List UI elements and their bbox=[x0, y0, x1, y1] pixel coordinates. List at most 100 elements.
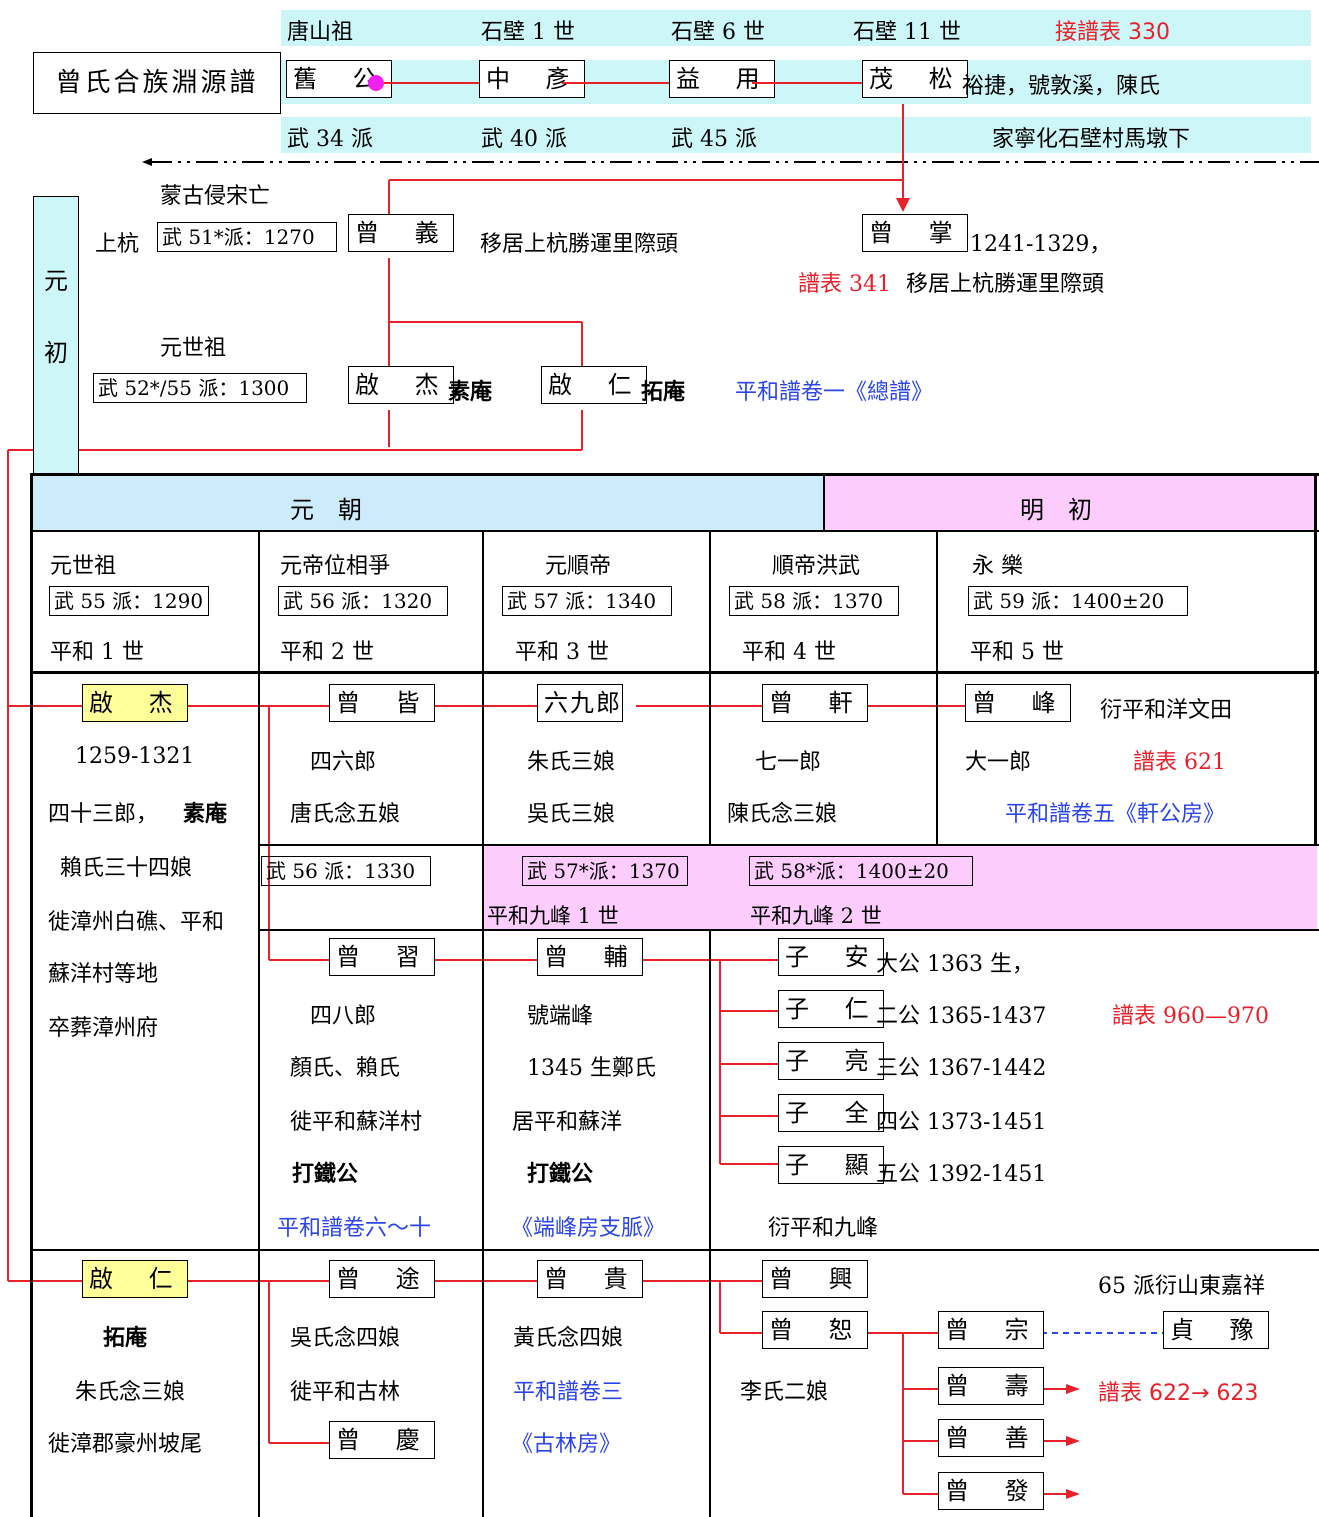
zeng-xuan-wife: 陳氏念三娘 bbox=[727, 802, 838, 827]
zeng-yi-note: 移居上杭勝運里際頭 bbox=[480, 232, 679, 257]
su-an-label: 素庵 bbox=[448, 379, 493, 405]
col-branch-0: 武 55 派：1290 bbox=[49, 586, 209, 616]
zeng-zhang-years: 1241-1329， bbox=[970, 232, 1112, 257]
zeng-fu-hao: 號端峰 bbox=[527, 1004, 594, 1029]
col-era-1: 元帝位相爭 bbox=[280, 554, 391, 579]
sons-table: 譜表 960—970 bbox=[1112, 1004, 1269, 1029]
header-yuan: 元 朝 bbox=[290, 496, 362, 524]
jiufeng-2: 平和九峰 2 世 bbox=[750, 904, 882, 928]
node-yi-yong: 益 用 bbox=[669, 60, 775, 98]
zeng-xi-title: 打鐵公 bbox=[292, 1161, 359, 1187]
origin-dot bbox=[368, 75, 384, 91]
zeng-xi-move: 徙平和蘇洋村 bbox=[290, 1110, 423, 1135]
col-divider-2 bbox=[482, 530, 484, 1517]
node-zeng-zong: 曾 宗 bbox=[938, 1311, 1044, 1349]
node-zeng-tu: 曾 途 bbox=[329, 1260, 435, 1298]
zeng-jie-lang: 四六郎 bbox=[310, 750, 377, 775]
zeng-shu-wife: 李氏二娘 bbox=[740, 1380, 829, 1405]
node-jiu-gong: 舊 公 bbox=[286, 60, 392, 98]
zeng-jie-wife: 唐氏念五娘 bbox=[290, 802, 401, 827]
zeng-tu-wife: 吳氏念四娘 bbox=[290, 1326, 401, 1351]
qi-jie-burial: 卒葬漳州府 bbox=[48, 1016, 159, 1041]
top-band-3 bbox=[281, 117, 1311, 153]
qi-jie-years: 1259-1321 bbox=[75, 744, 195, 769]
node-zeng-shan: 曾 善 bbox=[938, 1419, 1044, 1457]
zeng-gui-wife: 黃氏念四娘 bbox=[513, 1326, 624, 1351]
node-zi-xian: 子 顯 bbox=[778, 1146, 884, 1184]
zeng-gui-vol2: 《古林房》 bbox=[511, 1432, 622, 1457]
top-band-1 bbox=[281, 10, 1311, 46]
shizu-label: 元世祖 bbox=[160, 336, 227, 361]
sub-branch-58: 武 58*派：1400±20 bbox=[749, 856, 973, 886]
sub-row-divider-fix bbox=[482, 846, 484, 929]
gen-label-tang: 唐山祖 bbox=[287, 20, 354, 45]
pinghe-vol1: 平和譜卷一《總譜》 bbox=[735, 380, 934, 405]
node-zi-quan: 子 全 bbox=[778, 1094, 884, 1132]
col-era-0: 元世祖 bbox=[50, 554, 117, 579]
zeng-feng-table: 譜表 621 bbox=[1133, 750, 1226, 775]
header-ming: 明 初 bbox=[1020, 496, 1092, 524]
qi-jie-wife: 賴氏三十四娘 bbox=[60, 856, 193, 881]
zeng-tu-move: 徙平和古林 bbox=[290, 1380, 401, 1405]
node-zeng-xing: 曾 興 bbox=[762, 1260, 868, 1298]
node-mao-song: 茂 松 bbox=[862, 60, 968, 98]
col-divider-4 bbox=[936, 530, 938, 844]
node-zhen-yu: 貞 豫 bbox=[1163, 1311, 1269, 1349]
node-zeng-gui: 曾 貴 bbox=[537, 1260, 643, 1298]
zeng-fu-title: 打鐵公 bbox=[527, 1161, 594, 1187]
header-yuan-bg bbox=[32, 476, 823, 530]
gen-label-shibi-1: 石壁 1 世 bbox=[481, 20, 575, 45]
node-liu-jiu-lang: 六九郎 bbox=[537, 684, 623, 722]
zeng-xi-wife: 顏氏、賴氏 bbox=[290, 1056, 401, 1081]
node-zi-an: 子 安 bbox=[778, 938, 884, 976]
liu-jiu-lang-wife2: 吳氏三娘 bbox=[527, 802, 616, 827]
branch-52-box: 武 52*/55 派：1300 bbox=[93, 373, 307, 403]
branch-34: 武 34 派 bbox=[287, 127, 373, 152]
gen-label-shibi-11: 石壁 11 世 bbox=[853, 20, 961, 45]
zeng-feng-lang: 大一郎 bbox=[965, 750, 1032, 775]
node-zeng-shou: 曾 壽 bbox=[938, 1367, 1044, 1405]
qi-ren-move: 徙漳郡豪州坡尾 bbox=[48, 1432, 203, 1457]
liu-jiu-lang-wife1: 朱氏三娘 bbox=[527, 750, 616, 775]
era-side-label: 元初 bbox=[44, 267, 68, 367]
qi-ren-wife: 朱氏念三娘 bbox=[75, 1380, 186, 1405]
zeng-feng-vol: 平和譜卷五《軒公房》 bbox=[1005, 802, 1226, 827]
sub-branch-57: 武 57*派：1370 bbox=[522, 856, 688, 886]
header-ming-bg bbox=[825, 476, 1315, 530]
col-gen-0: 平和 1 世 bbox=[50, 640, 144, 665]
era-side-box: 元初 bbox=[33, 196, 79, 474]
branch-40: 武 40 派 bbox=[481, 127, 567, 152]
zeng-xing-note: 65 派衍山東嘉祥 bbox=[1098, 1274, 1265, 1299]
col-branch-3: 武 58 派：1370 bbox=[729, 586, 899, 616]
node-zeng-yi: 曾 義 bbox=[348, 214, 454, 252]
node-zhong-yan: 中 彥 bbox=[479, 60, 585, 98]
branch-45: 武 45 派 bbox=[671, 127, 757, 152]
col-branch-1: 武 56 派：1320 bbox=[278, 586, 448, 616]
tuo-an-label: 拓庵 bbox=[641, 379, 686, 405]
node-zeng-feng: 曾 峰 bbox=[965, 684, 1071, 722]
residence-shibi: 家寧化石壁村馬墩下 bbox=[992, 127, 1191, 152]
node-zeng-xuan: 曾 軒 bbox=[762, 684, 868, 722]
zeng-zhang-note: 移居上杭勝運里際頭 bbox=[906, 272, 1105, 297]
node-qi-jie-top: 啟 杰 bbox=[348, 366, 454, 404]
zeng-xuan-lang: 七一郎 bbox=[755, 750, 822, 775]
zi-xian-note: 五公 1392-1451 bbox=[876, 1162, 1047, 1187]
zeng-xi-lang: 四八郎 bbox=[310, 1004, 377, 1029]
zi-ren-note: 二公 1365-1437 bbox=[876, 1004, 1047, 1029]
header-divider bbox=[823, 476, 825, 530]
node-zeng-shu: 曾 恕 bbox=[762, 1311, 868, 1349]
qi-jie-alias: 素庵 bbox=[183, 801, 228, 827]
zi-an-note: 大公 1363 生， bbox=[876, 952, 1034, 977]
page-title: 曾氏合族淵源譜 bbox=[33, 52, 281, 114]
node-zi-ren: 子 仁 bbox=[778, 990, 884, 1028]
node-zeng-qing: 曾 慶 bbox=[329, 1421, 435, 1459]
node-qi-ren-top: 啟 仁 bbox=[541, 366, 647, 404]
node-qi-ren: 啟 仁 bbox=[82, 1260, 188, 1298]
sub-branch-56: 武 56 派：1330 bbox=[261, 856, 431, 886]
node-zeng-fa: 曾 發 bbox=[938, 1472, 1044, 1510]
col-era-2: 元順帝 bbox=[545, 554, 612, 579]
qi-ren-alias: 拓庵 bbox=[103, 1325, 148, 1351]
sub-row-top-border bbox=[258, 844, 1319, 846]
shanghang-label: 上杭 bbox=[95, 232, 140, 257]
